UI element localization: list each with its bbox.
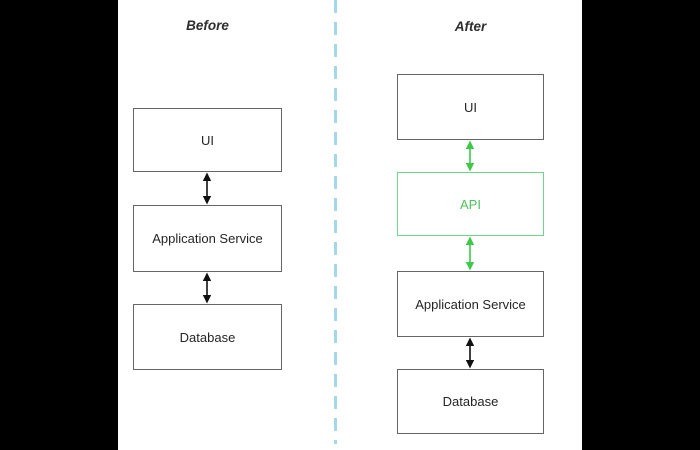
- after-application-service-box: Application Service: [397, 271, 544, 337]
- letterbox-left: [0, 0, 118, 450]
- arrowhead-down-icon: [202, 295, 212, 304]
- after-panel-title: After: [454, 19, 487, 34]
- after-ui-label: UI: [464, 99, 477, 115]
- arrowhead-up-icon: [465, 140, 475, 149]
- arrowhead-up-icon: [202, 172, 212, 181]
- diagram-canvas: Before After UI Application Service Data…: [118, 0, 582, 450]
- before-ui-box: UI: [133, 108, 282, 172]
- arrowhead-up-icon: [465, 236, 475, 245]
- arrowhead-down-icon: [465, 262, 475, 271]
- after-api-box: API: [397, 172, 544, 236]
- arrowhead-up-icon: [202, 272, 212, 281]
- after-application-service-label: Application Service: [415, 296, 526, 312]
- before-database-box: Database: [133, 304, 282, 370]
- arrow-after-api-appservice: [465, 236, 475, 271]
- arrow-after-appservice-database: [465, 337, 475, 369]
- arrowhead-down-icon: [465, 360, 475, 369]
- before-after-divider-line: [334, 0, 337, 444]
- after-database-box: Database: [397, 369, 544, 434]
- arrowhead-down-icon: [202, 196, 212, 205]
- after-ui-box: UI: [397, 74, 544, 140]
- before-ui-label: UI: [201, 132, 214, 148]
- before-application-service-box: Application Service: [133, 205, 282, 272]
- arrow-before-appservice-database: [202, 272, 212, 304]
- after-database-label: Database: [442, 394, 499, 409]
- before-database-label: Database: [179, 329, 236, 345]
- letterbox-right: [582, 0, 700, 450]
- arrow-before-ui-appservice: [202, 172, 212, 205]
- before-panel-title: Before: [186, 18, 229, 33]
- arrow-after-ui-api: [465, 140, 475, 172]
- arrowhead-down-icon: [465, 163, 475, 172]
- after-api-label: API: [460, 196, 481, 212]
- arrowhead-up-icon: [465, 337, 475, 346]
- before-application-service-label: Application Service: [152, 231, 263, 246]
